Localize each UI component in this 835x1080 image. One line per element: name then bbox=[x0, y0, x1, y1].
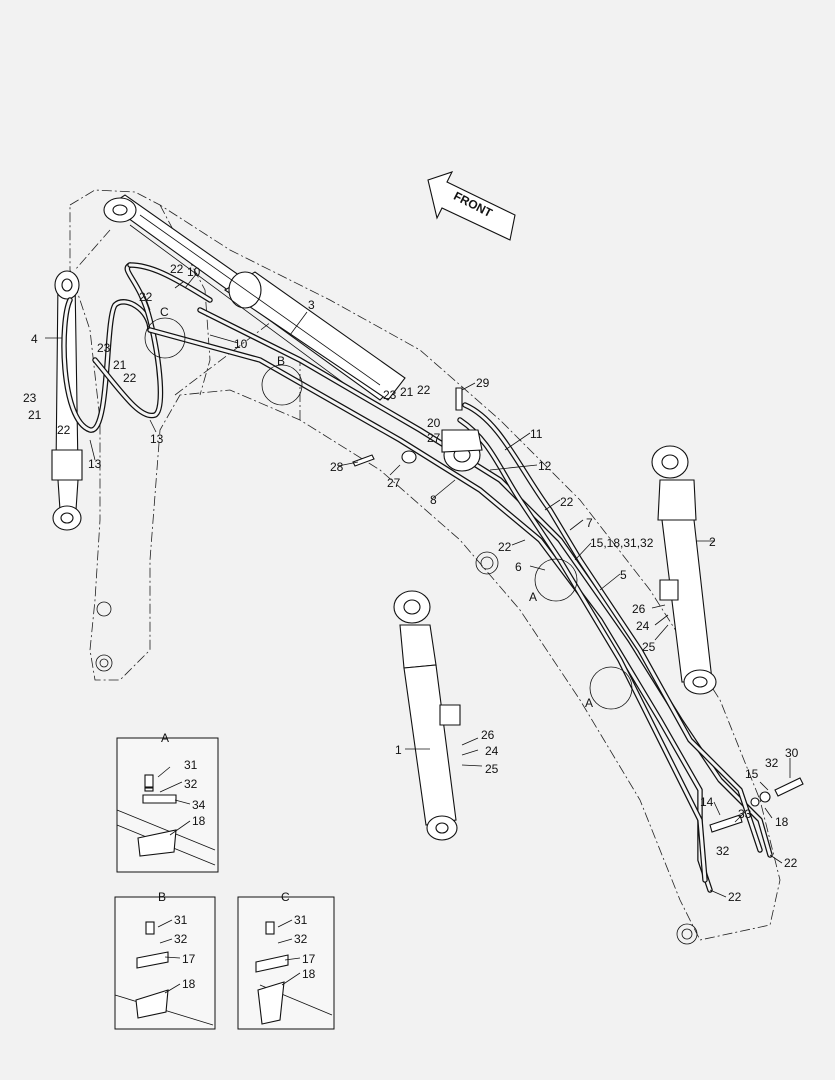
detail-a-part-4: 18 bbox=[192, 814, 206, 828]
callout-22c: 22 bbox=[123, 371, 137, 385]
bolt-assembly bbox=[709, 777, 804, 833]
callout-8: 8 bbox=[430, 493, 437, 507]
callout-22e: 22 bbox=[417, 383, 431, 397]
detail-a-part-2: 32 bbox=[184, 777, 198, 791]
callout-numbers: 3 4 2 1 10 10 22 22 C 23 21 22 23 21 22 … bbox=[23, 262, 799, 904]
callout-21c: 21 bbox=[400, 385, 414, 399]
callout-33: 33 bbox=[738, 807, 752, 821]
callout-22g: 22 bbox=[498, 540, 512, 554]
clamp-markers bbox=[144, 317, 633, 710]
callout-24b: 24 bbox=[485, 744, 499, 758]
callout-mark-a1: A bbox=[529, 590, 537, 604]
callout-28: 28 bbox=[330, 460, 344, 474]
callout-26a: 26 bbox=[632, 602, 646, 616]
detail-box-a: A 31 32 34 18 bbox=[116, 731, 219, 873]
callout-32a: 32 bbox=[765, 756, 779, 770]
detail-box-b: B 31 32 17 18 bbox=[114, 890, 216, 1030]
arm-cylinder-lower bbox=[393, 590, 461, 841]
front-arrow: FRONT bbox=[427, 171, 516, 241]
callout-13a: 13 bbox=[150, 432, 164, 446]
callout-27a: 27 bbox=[427, 431, 441, 445]
bucket-cylinder bbox=[651, 445, 717, 695]
detail-a-part-1: 31 bbox=[184, 758, 198, 772]
callout-22b: 22 bbox=[139, 290, 153, 304]
callout-mark-c: C bbox=[160, 305, 169, 319]
callout-25b: 25 bbox=[485, 762, 499, 776]
callout-23a: 23 bbox=[97, 341, 111, 355]
callout-13b: 13 bbox=[88, 457, 102, 471]
callout-22i: 22 bbox=[728, 890, 742, 904]
detail-c-title: C bbox=[281, 890, 290, 904]
callout-6: 6 bbox=[515, 560, 522, 574]
callout-23c: 23 bbox=[383, 388, 397, 402]
detail-c-part-4: 18 bbox=[302, 967, 316, 981]
callout-21b: 21 bbox=[28, 408, 42, 422]
callout-15-group: 15,18,31,32 bbox=[590, 536, 654, 550]
callout-27b: 27 bbox=[387, 476, 401, 490]
detail-b-part-1: 31 bbox=[174, 913, 188, 927]
callout-mark-b: B bbox=[277, 354, 285, 368]
callout-3: 3 bbox=[308, 298, 315, 312]
callout-22a: 22 bbox=[170, 262, 184, 276]
callout-mark-a2: A bbox=[585, 696, 593, 710]
detail-b-title: B bbox=[158, 890, 166, 904]
callout-30: 30 bbox=[785, 746, 799, 760]
callout-24a: 24 bbox=[636, 619, 650, 633]
callout-1: 1 bbox=[395, 743, 402, 757]
swivel-block bbox=[352, 387, 483, 472]
detail-b-part-2: 32 bbox=[174, 932, 188, 946]
callout-5: 5 bbox=[620, 568, 627, 582]
callout-32b: 32 bbox=[716, 844, 730, 858]
callout-15: 15 bbox=[745, 767, 759, 781]
callout-26b: 26 bbox=[481, 728, 495, 742]
callout-22h: 22 bbox=[784, 856, 798, 870]
detail-c-part-1: 31 bbox=[294, 913, 308, 927]
detail-a-part-3: 34 bbox=[192, 798, 206, 812]
boom-cylinder bbox=[103, 194, 406, 401]
callout-21a: 21 bbox=[113, 358, 127, 372]
callout-23b: 23 bbox=[23, 391, 37, 405]
detail-b-part-4: 18 bbox=[182, 977, 196, 991]
callout-4: 4 bbox=[31, 332, 38, 346]
callout-18: 18 bbox=[775, 815, 789, 829]
callout-25a: 25 bbox=[642, 640, 656, 654]
callout-2: 2 bbox=[709, 535, 716, 549]
callout-11: 11 bbox=[530, 427, 543, 441]
boom-pipes bbox=[147, 307, 773, 893]
callout-14: 14 bbox=[700, 795, 714, 809]
callout-22f: 22 bbox=[560, 495, 574, 509]
callout-10a: 10 bbox=[187, 265, 201, 279]
callout-29: 29 bbox=[476, 376, 490, 390]
detail-c-part-3: 17 bbox=[302, 952, 316, 966]
detail-b-part-3: 17 bbox=[182, 952, 196, 966]
detail-c-part-2: 32 bbox=[294, 932, 308, 946]
callout-22d: 22 bbox=[57, 423, 71, 437]
detail-box-c: C 31 32 17 18 bbox=[237, 890, 335, 1030]
callout-10b: 10 bbox=[234, 337, 248, 351]
detail-a-title: A bbox=[161, 731, 169, 745]
leader-lines bbox=[45, 272, 791, 898]
callout-20: 20 bbox=[427, 416, 441, 430]
callout-7: 7 bbox=[586, 516, 593, 530]
arm-hoses bbox=[61, 262, 213, 433]
callout-12: 12 bbox=[538, 459, 552, 473]
